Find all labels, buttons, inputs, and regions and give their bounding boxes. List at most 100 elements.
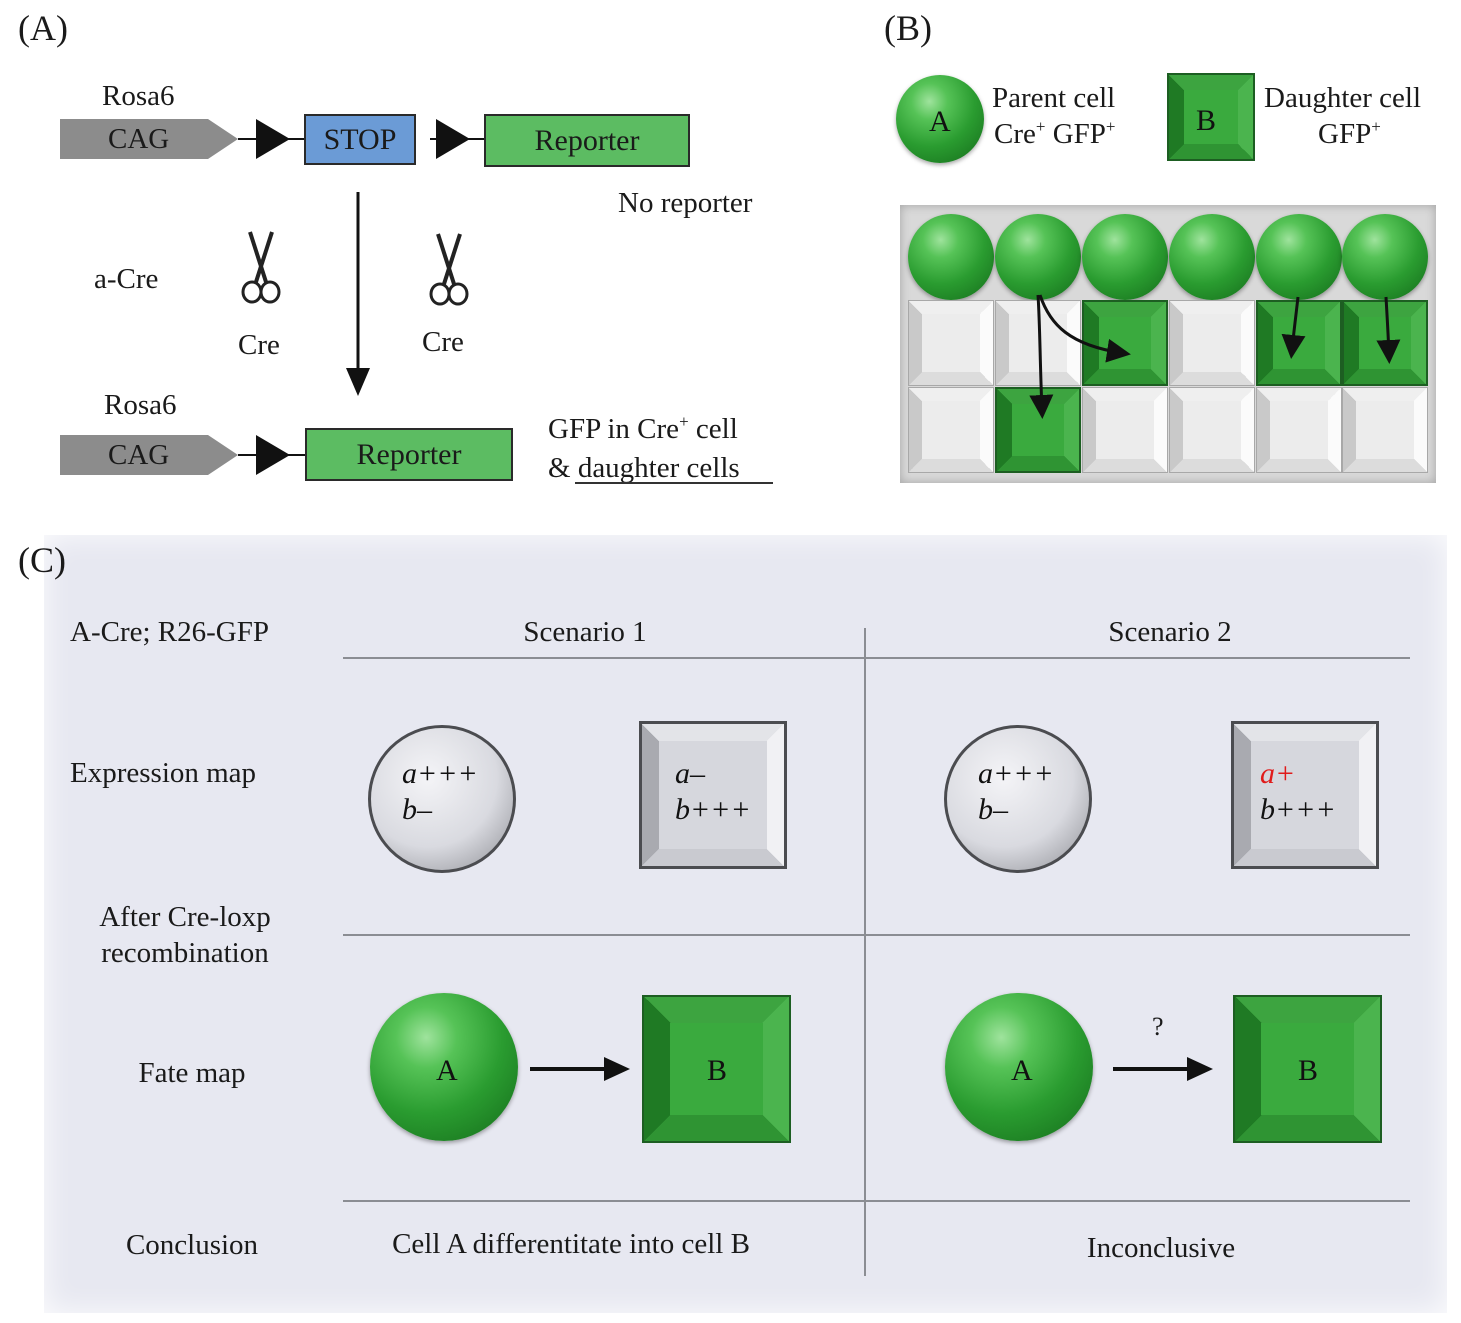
lineage-arrows	[1029, 294, 1401, 419]
cag-promoter-arrow	[60, 435, 238, 475]
legend-cre: Cre	[994, 118, 1036, 150]
fate-cell-a	[945, 993, 1093, 1141]
gfp-note-text: GFP in Cre	[548, 413, 680, 445]
panel-b-label: (B)	[884, 8, 932, 48]
s2-circle-a: a+++	[978, 757, 1054, 790]
scenario-2-header: Scenario 2	[1108, 616, 1232, 648]
scissors-icon	[429, 233, 469, 306]
s1-square-b: b+++	[675, 793, 751, 826]
a-cre-label: a-Cre	[94, 263, 159, 295]
gfp-note-amp: &	[548, 452, 578, 484]
top-construct-diagram	[60, 119, 484, 159]
row-expression-map: Expression map	[70, 757, 257, 789]
legend-daughter-cell	[1167, 73, 1255, 161]
fate-arrow	[530, 1057, 630, 1081]
expression-cell-b	[639, 721, 787, 869]
parent-cell	[1342, 214, 1428, 300]
fate-cell-a	[370, 993, 518, 1141]
unlabeled-cell	[1169, 387, 1255, 473]
gfp-note-line2: & daughter cells	[548, 454, 740, 483]
panel-a-label: (A)	[18, 8, 68, 48]
legend-daughter-line2: GFP+	[1318, 117, 1381, 150]
s2-fate-b: B	[1298, 1054, 1319, 1087]
top-reporter-box: Reporter	[484, 114, 690, 167]
top-locus-label: Rosa6	[102, 80, 175, 112]
loxp-triangle	[256, 435, 290, 475]
scenario-panel	[44, 535, 1447, 1313]
legend-cre-sup: +	[1035, 117, 1046, 136]
gfp-note-line1: GFP in Cre+ cell	[548, 412, 738, 445]
gfp-note-sup: +	[679, 412, 689, 431]
top-cag-label: CAG	[108, 123, 170, 155]
scissors-icon	[241, 231, 281, 304]
daughter-cell	[1256, 300, 1342, 386]
legend-parent-line1: Parent cell	[992, 82, 1116, 114]
fate-cell-b	[1233, 995, 1382, 1143]
s1-circle-a: a+++	[402, 757, 478, 790]
legend-parent-cell	[896, 75, 984, 163]
cre-right-label: Cre	[422, 326, 464, 358]
expression-cell-a	[944, 725, 1092, 873]
s1-square-a: a–	[675, 757, 705, 790]
expression-cell-a	[368, 725, 516, 873]
scenario-1-header: Scenario 1	[523, 616, 647, 648]
bottom-locus-label: Rosa6	[104, 389, 177, 421]
s1-fate-a: A	[436, 1054, 458, 1087]
legend-gfp: GFP	[1045, 118, 1106, 150]
unlabeled-cell	[908, 387, 994, 473]
parent-cell	[1082, 214, 1168, 300]
top-reporter-label: Reporter	[534, 123, 640, 157]
legend-daughter-letter: B	[1196, 104, 1217, 137]
loxp-triangle	[436, 119, 470, 159]
cag-promoter-arrow	[60, 119, 238, 159]
unlabeled-cell	[1256, 387, 1342, 473]
fate-arrow	[1113, 1057, 1213, 1081]
loxp-triangle	[256, 119, 290, 159]
divider	[343, 1200, 1410, 1202]
divider	[343, 657, 1410, 659]
bottom-reporter-box: Reporter	[305, 428, 513, 481]
recombination-arrow	[346, 192, 370, 396]
unlabeled-cell	[908, 300, 994, 386]
s1-fate-b: B	[707, 1054, 728, 1087]
stop-cassette: STOP	[304, 114, 416, 165]
uncertain-question: ?	[1152, 1012, 1164, 1041]
row-fate-map: Fate map	[138, 1057, 246, 1089]
parent-cell	[1256, 214, 1342, 300]
legend-parent-letter: A	[929, 105, 951, 138]
no-reporter-note: No reporter	[618, 187, 753, 219]
row-after-line1: After Cre-loxp	[99, 901, 271, 933]
conclusion-scenario-1: Cell A differentitate into cell B	[392, 1228, 750, 1260]
expression-cell-b	[1231, 721, 1379, 869]
underline	[575, 482, 773, 484]
conclusion-scenario-2: Inconclusive	[1086, 1232, 1236, 1264]
genotype-header: A-Cre; R26-GFP	[70, 616, 269, 648]
legend-daughter-sup: +	[1371, 117, 1381, 136]
column-divider	[864, 628, 866, 1276]
s1-circle-b: b–	[402, 793, 432, 826]
unlabeled-cell	[1169, 300, 1255, 386]
stop-label: STOP	[323, 122, 397, 156]
bottom-reporter-label: Reporter	[356, 437, 462, 471]
parent-cell	[908, 214, 994, 300]
parent-cell	[1169, 214, 1255, 300]
row-conclusion: Conclusion	[125, 1229, 259, 1261]
parent-cell	[995, 214, 1081, 300]
fate-cell-b	[642, 995, 791, 1143]
unlabeled-cell	[1342, 387, 1428, 473]
s2-square-a-highlight: a+	[1260, 757, 1296, 790]
s2-fate-a: A	[1011, 1054, 1033, 1087]
s2-circle-b: b–	[978, 793, 1008, 826]
unlabeled-cell	[1082, 387, 1168, 473]
row-after-line2: recombination	[101, 937, 269, 969]
legend-gfp-sup: +	[1105, 117, 1116, 136]
legend-parent-line2: Cre+ GFP+	[994, 117, 1116, 150]
panel-c-label: (C)	[18, 540, 66, 580]
legend-daughter-line1: Daughter cell	[1264, 82, 1422, 114]
gfp-note-daughter: daughter cells	[577, 452, 740, 484]
cre-left-label: Cre	[238, 329, 280, 361]
bottom-construct-diagram	[60, 435, 306, 475]
bottom-cag-label: CAG	[108, 439, 170, 471]
legend-daughter-gfp: GFP	[1318, 118, 1372, 150]
divider	[343, 934, 1410, 936]
